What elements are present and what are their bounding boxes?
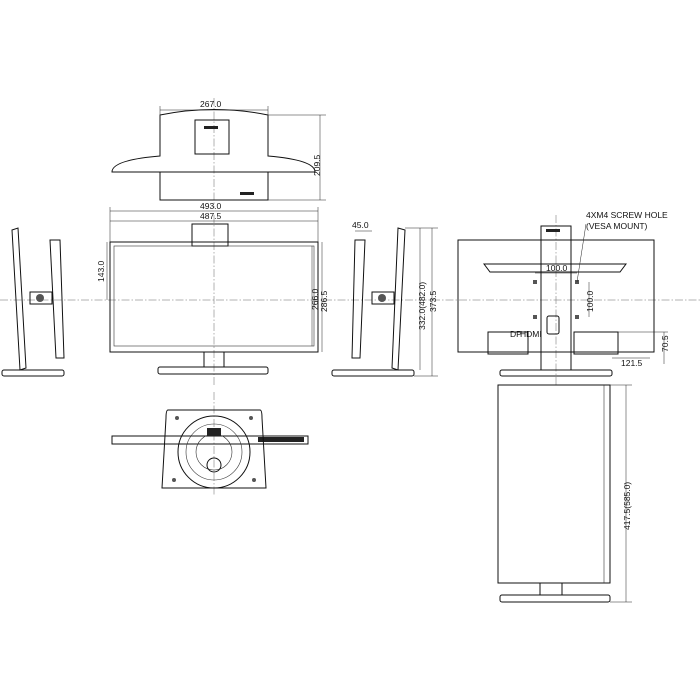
dim-front-inner: 487.5 [200, 211, 222, 221]
left-side-hinge-pivot [36, 294, 44, 302]
right-side-base [331, 369, 415, 377]
dim-vesa-v: 100.0 [585, 290, 595, 312]
vesa-note-line2: (VESA MOUNT) [586, 221, 648, 231]
dim-front-stand: 143.0 [96, 260, 106, 282]
bottom-view-foot-tr [249, 416, 253, 420]
top-view: 267.0 209.5 [111, 98, 326, 208]
left-side-base [1, 369, 65, 377]
rear-view-logo [546, 229, 560, 232]
rear-view-port-block-right [573, 331, 619, 355]
bottom-view-swivel-outer [177, 415, 251, 489]
bottom-view [111, 392, 309, 495]
portrait-view-panel [497, 384, 611, 584]
port-hdmi: HDMI [520, 329, 542, 339]
dim-side-height-range: 332.0(482.0) [417, 282, 427, 330]
dim-rear-base-height: 70.5 [660, 335, 670, 352]
port-dp: DP [510, 329, 522, 339]
bottom-view-ports [258, 437, 304, 442]
left-side-view [1, 227, 65, 377]
top-view-base [159, 172, 269, 201]
left-side-stand-column [49, 239, 65, 359]
rear-view-base [499, 369, 613, 377]
right-side-view: 45.0 332.0(482.0) 373.5 [331, 220, 438, 377]
dim-side-offset: 45.0 [352, 220, 369, 230]
dim-rear-base-depth: 121.5 [621, 358, 643, 368]
dim-front-outer: 493.0 [200, 201, 222, 211]
front-view-screen [113, 245, 315, 347]
portrait-view: 417.5(585.0) [497, 384, 632, 603]
dim-top-depth: 209.5 [312, 154, 322, 176]
rear-view-cable-slot [546, 315, 560, 335]
dim-side-height-total: 373.5 [428, 290, 438, 312]
front-view-stand-top [191, 223, 229, 247]
dim-top-width: 267.0 [200, 99, 222, 109]
portrait-view-neck [539, 582, 563, 596]
rear-view-top-bar [483, 263, 627, 273]
right-side-stand-column [351, 239, 366, 359]
dim-portrait-height: 417.5(585.0) [622, 482, 632, 530]
left-side-panel [11, 227, 27, 371]
dim-front-screen-1: 266.0 [310, 288, 320, 310]
dim-front-screen-2: 286.5 [319, 290, 329, 312]
bottom-view-label [207, 428, 221, 436]
right-side-hinge-pivot [378, 294, 386, 302]
top-view-label-plate [204, 126, 218, 129]
top-view-body [111, 109, 316, 173]
front-view: 493.0 487.5 143.0 266.0 286.5 [0, 201, 700, 385]
bottom-view-hub [206, 457, 222, 473]
top-view-logo [240, 192, 254, 195]
bottom-view-foot-tl [175, 416, 179, 420]
dim-vesa-h: 100.0 [546, 263, 568, 273]
vesa-hole-br [575, 315, 579, 319]
top-view-hinge [194, 119, 230, 155]
bottom-view-foot-bl [172, 478, 176, 482]
front-view-base [157, 366, 269, 375]
vesa-hole-tl [533, 280, 537, 284]
rear-view-panel-outline [457, 239, 655, 353]
vesa-note-leader [576, 223, 587, 283]
right-side-hinge [371, 291, 395, 305]
bottom-view-swivel-ring [185, 423, 243, 481]
portrait-view-base [499, 594, 611, 603]
bottom-view-base-plate [161, 409, 267, 489]
bottom-view-foot-br [252, 478, 256, 482]
vesa-hole-bl [533, 315, 537, 319]
rear-view-port-block-left [487, 331, 529, 355]
left-side-hinge [29, 291, 53, 305]
rear-view: DP HDMI 4XM4 SCREW HOLE (VESA MOUNT) 100… [457, 210, 670, 385]
vesa-note-line1: 4XM4 SCREW HOLE [586, 210, 668, 220]
